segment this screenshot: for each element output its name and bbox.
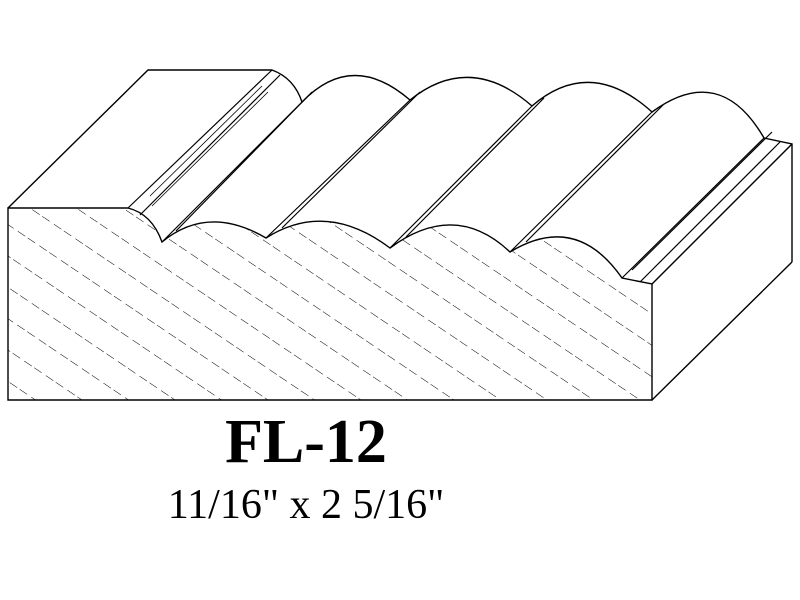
shading-accents: [149, 85, 269, 207]
section-hatching: [8, 208, 652, 400]
profile-code-label: FL-12: [225, 408, 387, 476]
profile-dimensions-label: 11/16" x 2 5/16": [167, 482, 445, 528]
cross-section: [7, 207, 653, 401]
right-end: [651, 143, 793, 401]
longitudinal-edges: [127, 69, 781, 283]
